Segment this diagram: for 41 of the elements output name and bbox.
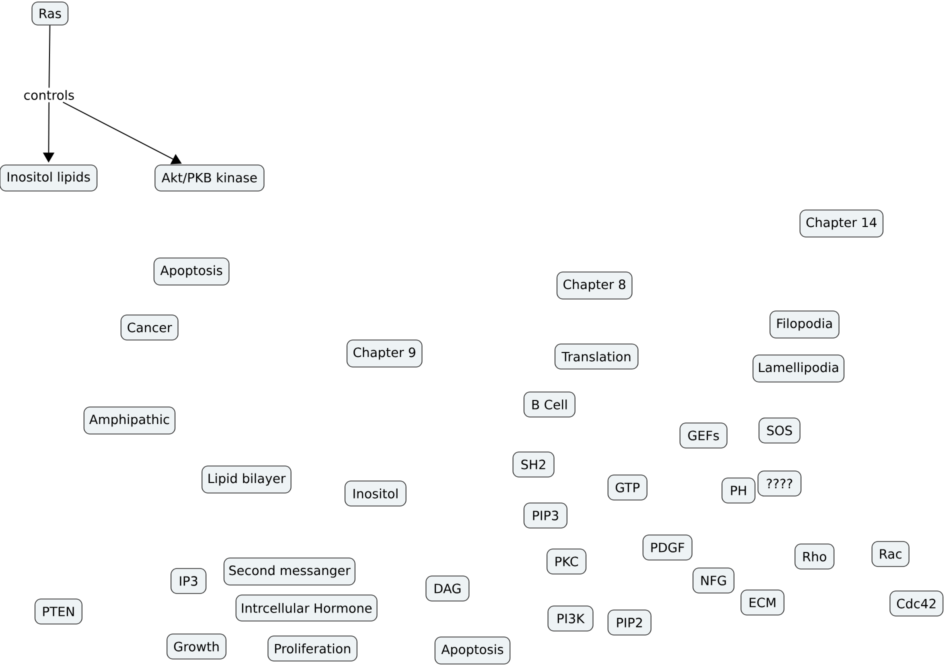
concept-box: PI3K [548,606,594,632]
concept-box: Intrcellular Hormone [236,594,378,622]
concept-box: PDGF [642,534,692,560]
concept-box: Cdc42 [890,590,944,616]
concept-box: SH2 [512,452,554,478]
concept-box: Akt/PKB kinase [154,164,264,192]
concept-box: Inositol lipids [0,164,98,192]
concept-box: IP3 [170,568,206,594]
concept-box: Lamellipodia [752,354,844,382]
concept-box: SOS [758,418,800,444]
connector-line [48,24,50,88]
concept-box: Cancer [120,314,178,340]
concept-box: NFG [692,568,734,594]
concept-box: Proliferation [268,636,358,662]
concept-box: B Cell [524,392,576,418]
linking-phrase: controls [24,90,74,100]
concept-box: ECM [740,590,784,616]
concept-box: Lipid bilayer [202,466,292,494]
concept-box: Chapter 8 [556,272,632,300]
concept-box: Amphipathic [84,406,176,434]
concept-box: PIP3 [524,502,568,528]
concept-box: GEFs [680,422,728,448]
concept-box: Inositol [344,480,406,506]
concept-box: Growth [166,634,226,660]
concept-box: Ras [32,2,68,26]
concept-box: GTP [608,474,648,500]
concept-box: Apoptosis [434,636,510,664]
concept-box: Filopodia [770,310,840,338]
concept-box: PH [722,478,756,504]
concept-box: Rac [872,541,910,567]
concept-box: Chapter 14 [800,210,884,238]
concept-box: Chapter 9 [346,340,422,368]
concept-box: DAG [426,576,470,602]
concept-box: ???? [758,470,802,496]
concept-box: Second messanger [224,558,356,586]
concept-box: Rho [794,544,834,570]
concept-box: Apoptosis [154,258,230,286]
concept-box: PTEN [34,598,82,624]
concept-box: Translation [554,344,638,370]
concept-box: PKC [546,548,586,574]
concept-box: PIP2 [608,610,652,636]
